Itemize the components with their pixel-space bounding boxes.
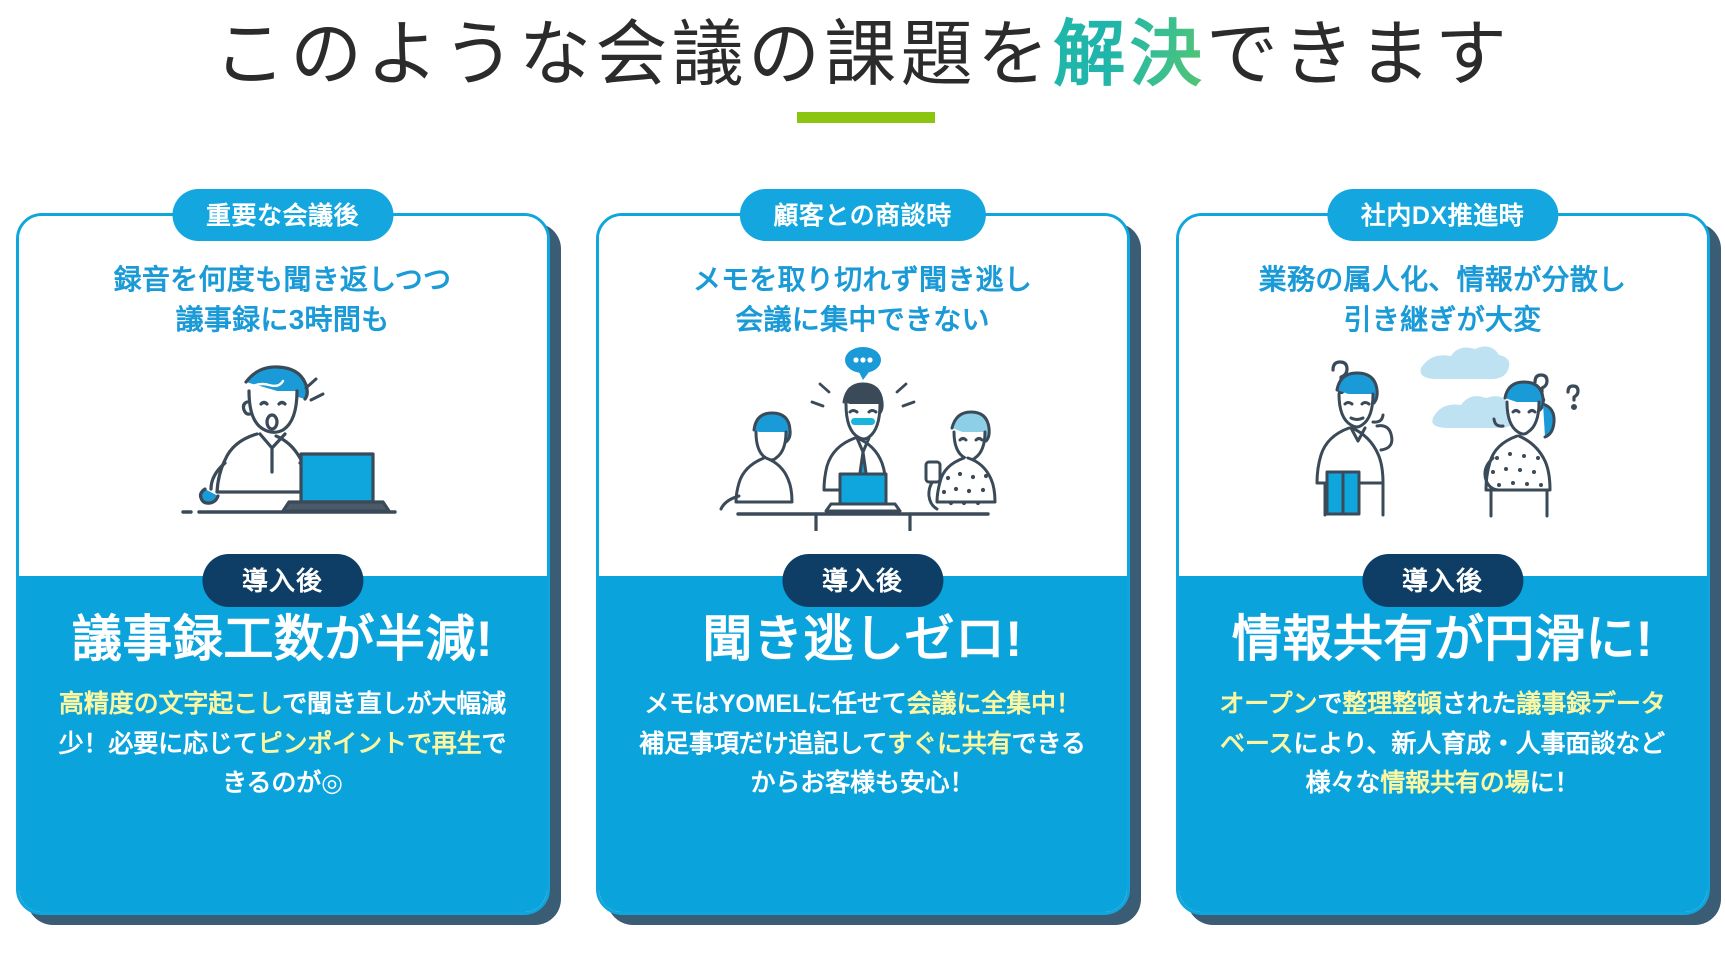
problem-line-1: メモを取り切れず聞き逃し <box>692 264 1033 295</box>
result-desc-part: メモはYOMELに任せて <box>644 690 907 718</box>
result-desc-part: に！ <box>1529 769 1580 797</box>
result-desc-part: 会議に全集中！ <box>906 690 1081 718</box>
card-result-section: 議事録工数が半減! 高精度の文字起こしで聞き直しが大幅減少！必要に応じてピンポイ… <box>18 576 547 912</box>
result-desc-part: ピンポイントで再生 <box>257 729 482 758</box>
result-desc-part: 整理整頓 <box>1342 690 1442 718</box>
page-title: このような会議の課題を解決できます <box>0 14 1725 97</box>
benefit-card: 録音を何度も聞き返しつつ 議事録に3時間も <box>15 189 561 925</box>
result-desc-part: できるからお客様も安心！ <box>750 729 1086 798</box>
page-heading-area: このような会議の課題を解決できます <box>0 14 1725 97</box>
result-title: 情報共有が円滑に! <box>1231 611 1654 667</box>
result-desc-part: 議事録データベース <box>1219 690 1666 758</box>
benefit-card: 業務の属人化、情報が分散し 引き継ぎが大変 <box>1175 189 1721 925</box>
problem-text: 録音を何度も聞き返しつつ 議事録に3時間も <box>19 260 547 340</box>
after-intro-badge: 導入後 <box>781 554 944 607</box>
scenario-badge: 重要な会議後 <box>171 189 394 241</box>
heading-underline-accent <box>797 112 935 123</box>
illustration-two-people-thinking <box>1179 346 1707 531</box>
result-desc-part: された <box>1441 690 1517 718</box>
problem-line-2: 議事録に3時間も <box>175 303 390 335</box>
result-desc-part: すぐに共有 <box>887 729 1012 758</box>
benefit-card: メモを取り切れず聞き逃し 会議に集中できない <box>595 189 1141 925</box>
result-desc-part: 情報共有の場 <box>1380 769 1530 797</box>
result-desc-part: できるのが◎ <box>222 729 507 798</box>
result-description: 高精度の文字起こしで聞き直しが大幅減少！必要に応じてピンポイントで再生できるのが… <box>19 685 547 804</box>
card-problem-section: メモを取り切れず聞き逃し 会議に集中できない <box>598 216 1127 576</box>
card-result-section: 聞き逃しゼロ! メモはYOMELに任せて会議に全集中！ 補足事項だけ追記してすぐに… <box>598 576 1127 912</box>
card-problem-section: 業務の属人化、情報が分散し 引き継ぎが大変 <box>1178 216 1707 576</box>
problem-line-2: 会議に集中できない <box>735 303 990 335</box>
result-title: 聞き逃しゼロ! <box>702 611 1023 667</box>
result-desc-part: 補足事項だけ追記して <box>639 729 888 758</box>
page-title-accent: 解決 <box>1053 15 1206 95</box>
card-result-section: 情報共有が円滑に! オープンで整理整頓された議事録データベースにより、新人育成・… <box>1178 576 1707 912</box>
result-desc-part: 高精度の文字起こし <box>58 690 283 718</box>
scenario-badge: 顧客との商談時 <box>739 189 986 241</box>
problem-line-1: 業務の属人化、情報が分散し <box>1258 264 1627 295</box>
problem-text: メモを取り切れず聞き逃し 会議に集中できない <box>599 260 1127 340</box>
result-description: オープンで整理整頓された議事録データベースにより、新人育成・人事面談など様々な情… <box>1179 685 1707 804</box>
result-desc-part: で聞き直しが大幅減少！必要に応じて <box>58 690 507 758</box>
illustration-meeting-three-people <box>599 346 1127 531</box>
problem-text: 業務の属人化、情報が分散し 引き継ぎが大変 <box>1179 260 1707 340</box>
after-intro-badge: 導入後 <box>201 554 364 607</box>
card-body: 録音を何度も聞き返しつつ 議事録に3時間も <box>15 213 550 915</box>
card-body: メモを取り切れず聞き逃し 会議に集中できない <box>595 213 1130 915</box>
result-desc-part: により、新人育成・人事面談など様々な <box>1293 729 1666 798</box>
result-description: メモはYOMELに任せて会議に全集中！ 補足事項だけ追記してすぐに共有できるからお… <box>599 685 1127 804</box>
benefit-cards-row: 録音を何度も聞き返しつつ 議事録に3時間も <box>0 189 1725 933</box>
after-intro-badge: 導入後 <box>1361 554 1524 607</box>
illustration-person-with-laptop <box>19 346 547 531</box>
card-problem-section: 録音を何度も聞き返しつつ 議事録に3時間も <box>18 216 547 576</box>
card-body: 業務の属人化、情報が分散し 引き継ぎが大変 <box>1175 213 1710 915</box>
result-desc-part: で <box>1317 690 1343 718</box>
scenario-badge: 社内DX推進時 <box>1326 189 1559 241</box>
result-title: 議事録工数が半減! <box>71 611 494 667</box>
page-title-after: できます <box>1205 15 1512 95</box>
problem-line-2: 引き継ぎが大変 <box>1343 303 1542 335</box>
result-desc-part: オープン <box>1219 690 1318 718</box>
page-title-before: このような会議の課題を <box>213 15 1054 95</box>
problem-line-1: 録音を何度も聞き返しつつ <box>113 264 452 295</box>
